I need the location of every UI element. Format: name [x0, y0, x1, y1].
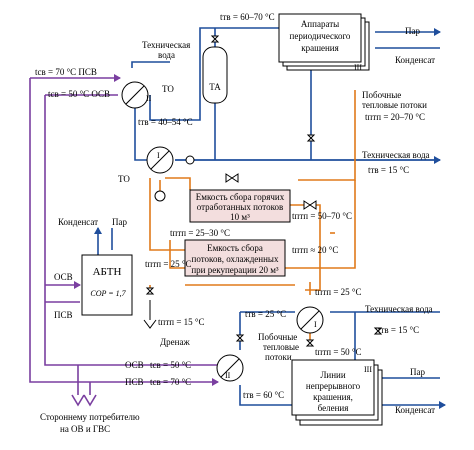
t-tv-4054: tтв = 40–54 °C [138, 117, 193, 127]
t-tv-60: tтв = 60 °C [243, 390, 284, 400]
condensate-top: Конденсат [395, 55, 435, 65]
hx-bl-label: II [225, 371, 231, 380]
t-tv-15-bottom: tтв = 15 °C [378, 325, 419, 335]
pump-icon [154, 190, 166, 202]
abtn-block: АБТН COP = 1,7 [81, 254, 133, 316]
network-water-lines [29, 74, 219, 407]
to-top-label: ТО [162, 84, 174, 94]
tech-water-top: Техническая [142, 40, 190, 50]
tech-water-right2: Техническая вода [365, 304, 433, 314]
tank-hot-2: отработанных потоков [197, 202, 284, 212]
steam-left: Пар [112, 217, 127, 227]
tank-hot-3: 10 м³ [230, 212, 250, 222]
side-flows-bottom3: потоки [265, 352, 292, 362]
osv-bottom: ОСВ [125, 360, 144, 370]
t-tv-15-top: tтв = 15 °C [368, 165, 409, 175]
ta-label: ТА [209, 82, 221, 92]
side-flows-bottom: Побочные [258, 332, 297, 342]
continuous-dyeing-block: Линии непрерывного крашения, беления III [291, 359, 383, 426]
periodic-label-1: Аппараты [301, 19, 339, 29]
continuous-num: III [364, 365, 372, 374]
t-ptp-5070: tптп = 50–70 °C [292, 211, 352, 221]
abtn-cop: COP = 1,7 [90, 289, 126, 298]
continuous-label-4: беления [318, 403, 349, 413]
side-flows-bottom2: тепловые [263, 342, 299, 352]
t-ta-top: tтв = 60–70 °C [220, 12, 275, 22]
tank-cooled-flows: Емкость сбора потоков, охлажденных при р… [184, 239, 286, 277]
side-flows-top: Побочные [362, 90, 401, 100]
consumer-label: Стороннему потребителю [40, 412, 140, 422]
periodic-num: III [354, 63, 362, 72]
tech-water-top2: вода [158, 50, 175, 60]
heat-exchanger-mid: I [146, 146, 174, 174]
tank-cooled-2: потоков, охлажденных [192, 254, 279, 264]
tech-water-right: Техническая вода [362, 150, 430, 160]
periodic-label-2: периодического [290, 31, 351, 41]
osv-left: ОСВ [54, 272, 73, 282]
pump-icon [185, 155, 195, 165]
t-ptp-2530: tптп = 25–30 °C [170, 228, 230, 238]
continuous-label-3: крашения, [313, 392, 353, 402]
steam-bottom: Пар [410, 367, 425, 377]
steam-top: Пар [405, 26, 420, 36]
heat-exchanger-bottom-right: I [296, 306, 324, 334]
hx-mid-label: I [157, 151, 160, 160]
condensate-bottom: Конденсат [395, 405, 435, 415]
valve-icon [145, 35, 383, 347]
t-ptp-15: tптп = 15 °C [158, 317, 205, 327]
t-ptp-25-right: tптп = 25 °C [315, 287, 362, 297]
side-flows-top2: тепловые потоки [362, 100, 427, 110]
continuous-label-1: Линии [320, 370, 346, 380]
t-tv-25: tтв = 25 °C [245, 309, 286, 319]
t-ptp-25-left: tптп = 25 °C [145, 259, 192, 269]
condensate-left: Конденсат [58, 217, 98, 227]
tank-cooled-1: Емкость сбора [207, 243, 263, 253]
tank-hot-1: Емкость сбора горячих [196, 192, 285, 202]
to-mid-label: ТО [118, 174, 130, 184]
drain-label: Дренаж [160, 337, 190, 347]
abtn-label: АБТН [93, 266, 122, 278]
t-ptp-50: tптп = 50 °C [315, 347, 362, 357]
t-osv-top: tсв = 50 °C ОСВ [48, 89, 110, 99]
psv-left: ПСВ [54, 310, 73, 320]
continuous-label-2: непрерывного [306, 381, 361, 391]
periodic-dyeing-block: Аппараты периодического крашения III [278, 13, 370, 72]
drain-icon [143, 300, 157, 329]
t-ptp-20: tптп ≈ 20 °C [292, 245, 338, 255]
tank-cooled-3: при рекуперации 20 м³ [191, 265, 279, 275]
t-sv-50: tсв = 50 °C [150, 360, 191, 370]
periodic-label-3: крашения [301, 43, 339, 53]
consumer-label2: на ОВ и ГВС [60, 424, 110, 434]
tank-hot-flows: Емкость сбора горячих отработанных поток… [189, 189, 291, 223]
t-sv-70: tсв = 70 °C [150, 377, 191, 387]
t-psv-top: tсв = 70 °C ПСВ [35, 67, 97, 77]
ta-tank: ТА [202, 46, 228, 104]
labels: tсв = 70 °C ПСВ tсв = 50 °C ОСВ Техничес… [35, 12, 435, 434]
psv-bottom: ПСВ [125, 377, 144, 387]
heat-exchanger-bottom-left: II [216, 354, 244, 382]
hx-top-label: II [146, 94, 152, 103]
t-ptp-2070: tптп = 20–70 °C [365, 112, 425, 122]
heat-exchanger-top: II [121, 81, 152, 109]
hx-br-label: I [314, 320, 317, 329]
